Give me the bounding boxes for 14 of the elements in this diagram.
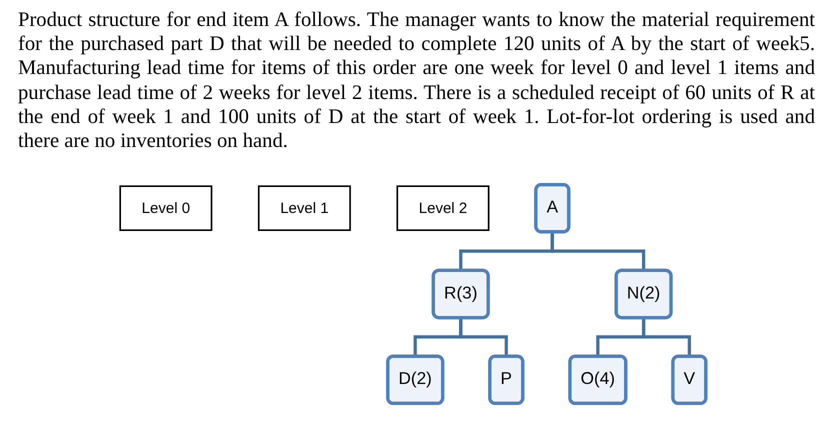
connector-line xyxy=(642,318,691,356)
connector-line xyxy=(459,318,508,356)
problem-statement: Product structure for end item A follows. The manager wants to know the material requirement for the purchased part D that will be needed to complete 120 units of A by the start of week5. Manufacturing lead time for items of this order are one week for level 0 and level 1 items and purchase lead time of 2 weeks for level 2 items. There is a scheduled receipt of 60 units of R at the end of week 1 and 100 units of D at the start of week 1. Lot-for-lot ordering is used and there are no inventories on hand. xyxy=(18,8,815,154)
item-box: D(2) xyxy=(386,354,444,406)
item-box: V xyxy=(671,354,708,406)
item-box: P xyxy=(488,354,524,406)
level-box: Level 2 xyxy=(396,185,490,231)
connector-line xyxy=(550,232,646,270)
level-box: Level 1 xyxy=(258,185,351,231)
item-box: O(4) xyxy=(568,354,628,406)
level-box: Level 0 xyxy=(119,185,212,231)
item-box: R(3) xyxy=(432,268,490,320)
item-box: A xyxy=(534,182,570,234)
item-box: N(2) xyxy=(614,268,673,320)
